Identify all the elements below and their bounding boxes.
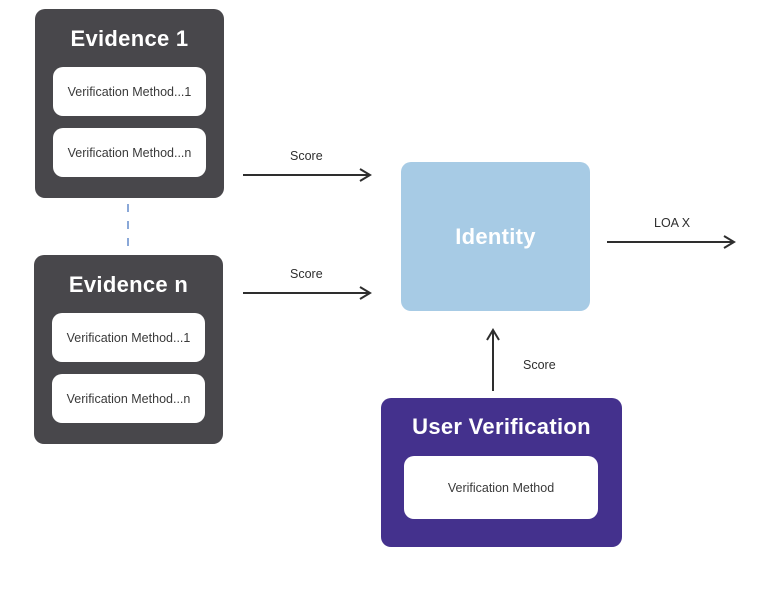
user-verification-title: User Verification (412, 414, 591, 439)
user-verification-method: Verification Method (404, 456, 598, 519)
edge-label-score-user-verification: Score (523, 358, 556, 372)
evidence-n-method-1: Verification Method...1 (52, 313, 205, 362)
edge-label-score-evidence-n: Score (290, 267, 323, 281)
evidence-1-title: Evidence 1 (70, 26, 189, 51)
user-verification-box: User Verification Verification Method (381, 398, 622, 547)
evidence-n-method-n: Verification Method...n (52, 374, 205, 423)
identity-label: Identity (455, 223, 536, 249)
evidence-1-method-n: Verification Method...n (53, 128, 206, 177)
edge-label-loa: LOA X (654, 216, 691, 230)
evidence-box-1: Evidence 1 Verification Method...1 Verif… (35, 9, 224, 198)
identity-box: Identity (401, 162, 590, 311)
evidence-1-method-1: Verification Method...1 (53, 67, 206, 116)
edge-label-score-evidence-1: Score (290, 149, 323, 163)
evidence-n-title: Evidence n (68, 272, 189, 297)
evidence-box-n: Evidence n Verification Method...1 Verif… (34, 255, 223, 444)
